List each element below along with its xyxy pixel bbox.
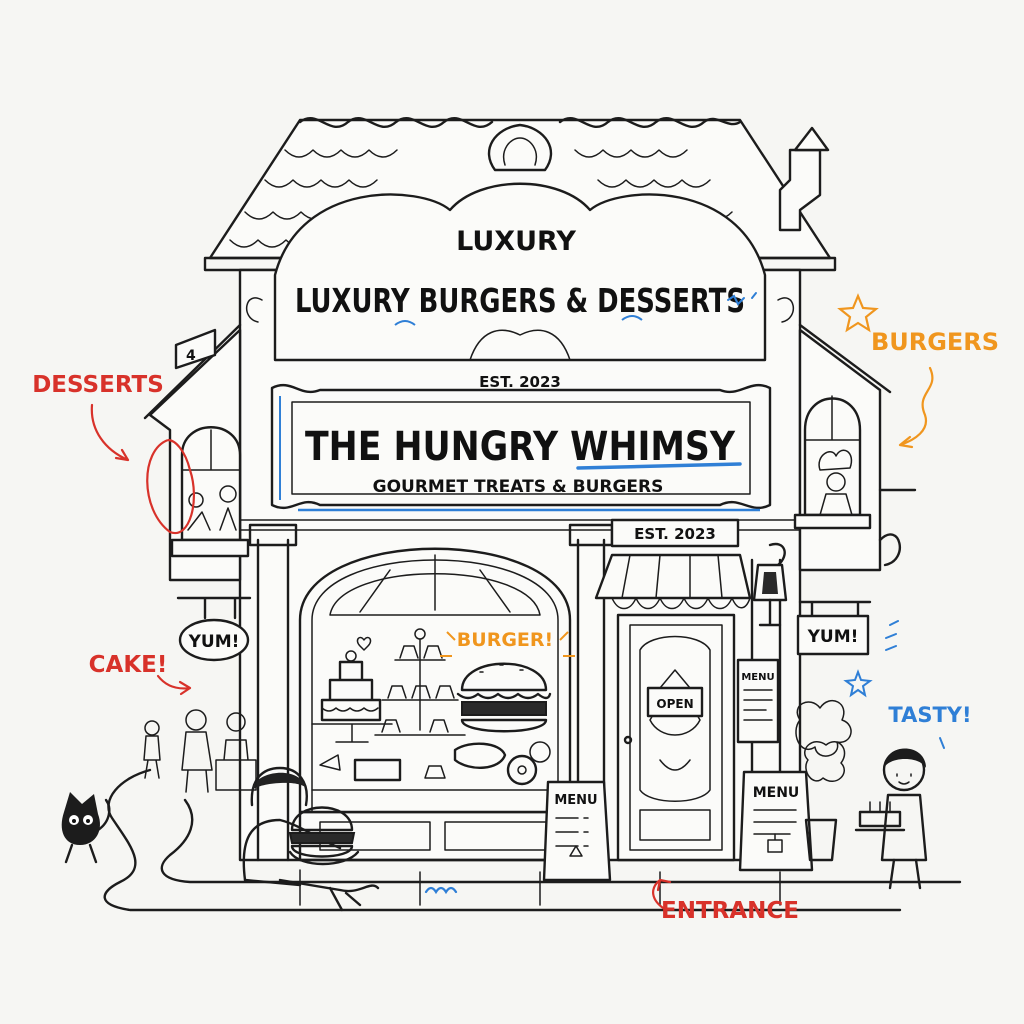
left-wing: 4 (143, 323, 250, 582)
open-sign-label: OPEN (656, 697, 693, 711)
sign-top-luxury: LUXURY (456, 226, 576, 257)
annotation-tasty: TASTY! (888, 703, 971, 727)
burgers-arrow (898, 366, 934, 449)
door-est-label: EST. 2023 (634, 525, 716, 543)
street-lamp (752, 542, 788, 627)
sign-main-banner: LUXURY BURGERS & DESSERTS (295, 281, 745, 320)
person-eating-burger (242, 766, 380, 912)
shop-name-title: THE HUNGRY WHIMSY (305, 424, 736, 470)
yum-sign-right-label: YUM! (807, 627, 859, 647)
menu-board-right (738, 770, 814, 872)
street-path (103, 768, 962, 912)
cupcake-stand (374, 628, 466, 736)
main-sign-frame (270, 383, 772, 512)
annotation-burgers: BURGERS (871, 328, 999, 356)
svg-text:4: 4 (186, 348, 196, 364)
menu-board-right-title: MENU (753, 785, 800, 801)
potted-plant (795, 699, 852, 862)
pastries-display (319, 741, 551, 786)
menu-board-left (542, 780, 612, 882)
annotation-entrance: ENTRANCE (661, 898, 799, 924)
upper-sign (245, 182, 795, 362)
front-door[interactable] (616, 613, 736, 862)
wall-menu-title: MENU (741, 672, 774, 683)
annotation-cake: CAKE! (89, 652, 168, 678)
annotation-desserts: DESSERTS (32, 372, 164, 398)
yum-sign-right (796, 600, 872, 656)
window-burger-label: BURGER! (457, 629, 553, 651)
blue-doodle-roof (727, 292, 757, 306)
right-wing (793, 323, 917, 572)
est-plaque (610, 518, 740, 548)
shop-window (298, 547, 572, 814)
desserts-arrow (90, 403, 130, 462)
shop-tagline: GOURMET TREATS & BURGERS (373, 477, 664, 497)
banner-underline-flourish (394, 315, 643, 326)
tiered-cake (311, 650, 393, 743)
cat-icon (61, 792, 111, 864)
burger-sparkle (440, 631, 575, 657)
heart-icon (356, 636, 372, 651)
awning (594, 553, 752, 610)
yum-sign-left-label: YUM! (188, 632, 240, 652)
yum-sign-left (176, 596, 252, 662)
star-icon (837, 293, 879, 333)
sign-est-upper: EST. 2023 (479, 373, 561, 391)
waiter-and-customers (143, 709, 257, 793)
menu-board-left-title: MENU (554, 793, 597, 808)
girl-with-cake (854, 748, 928, 890)
chimney (778, 126, 830, 232)
tasty-marks (885, 620, 945, 749)
desserts-loop (146, 438, 195, 535)
blue-star-icon (843, 669, 873, 698)
burger-icon (456, 662, 552, 733)
wall-menu (736, 658, 780, 744)
open-sign (646, 669, 704, 718)
blue-doodle-ground (424, 886, 458, 895)
shop-name-underline (576, 462, 742, 470)
entrance-arrow (652, 878, 672, 912)
cake-arrow (156, 674, 192, 696)
